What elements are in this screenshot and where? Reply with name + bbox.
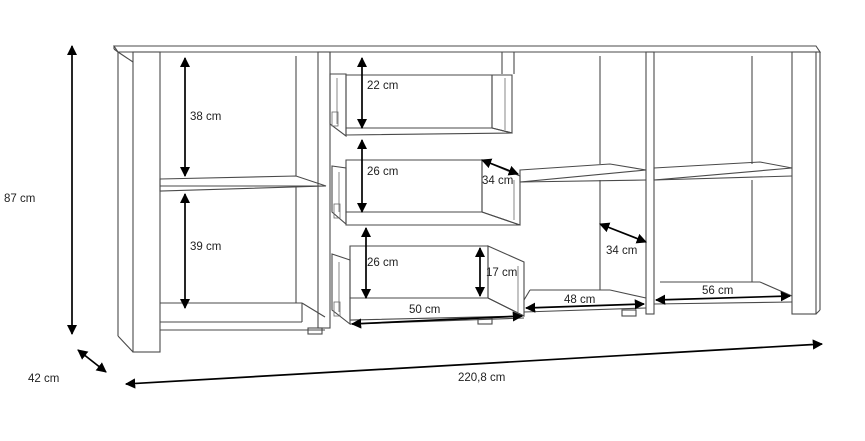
divider-left <box>317 51 331 329</box>
left-shelf <box>159 175 327 192</box>
drawer-side-label: 17 cm <box>486 267 517 279</box>
shelf-upper-label: 38 cm <box>190 111 221 123</box>
middle-shelf <box>519 163 647 183</box>
drawer-bottom-label: 26 cm <box>367 257 398 269</box>
left-side-panel <box>117 51 161 353</box>
drawer-width-label: 50 cm <box>409 304 440 316</box>
drawer-depth-arrow <box>481 158 519 176</box>
divider-right <box>645 51 655 315</box>
dimension-labels: 87 cm 42 cm 220,8 cm 38 cm 39 cm 22 cm 2… <box>4 80 733 385</box>
compartment-mid-width-arrow <box>524 299 646 313</box>
shelf-lower-label: 39 cm <box>190 241 221 253</box>
width-label: 220,8 cm <box>458 372 505 384</box>
left-compartment <box>159 56 327 331</box>
right-compartment <box>653 56 793 305</box>
top-board <box>112 45 822 53</box>
drawer-top-label: 22 cm <box>367 80 398 92</box>
compartment-right-width-arrow <box>654 291 792 305</box>
depth-label: 42 cm <box>28 373 59 385</box>
compartment-depth-label: 34 cm <box>606 245 637 257</box>
height-label: 87 cm <box>4 193 35 205</box>
middle-compartment <box>519 56 647 313</box>
depth-arrow <box>77 349 107 373</box>
drawer-depth-label: 34 cm <box>482 175 513 187</box>
dimension-lines <box>66 44 824 389</box>
compartment-mid-width-label: 48 cm <box>564 294 595 306</box>
drawer-middle-label: 26 cm <box>367 166 398 178</box>
compartment-depth-arrow <box>599 222 647 244</box>
divider-middle <box>501 52 515 74</box>
right-side-panel <box>791 51 821 315</box>
cabinet-feet <box>307 309 637 335</box>
drawer-middle <box>331 159 521 226</box>
width-arrow <box>124 339 824 389</box>
compartment-right-width-label: 56 cm <box>702 285 733 297</box>
drawer-width-arrow <box>350 311 524 329</box>
right-shelf <box>653 161 793 181</box>
drawer-top <box>329 73 513 138</box>
sideboard-cabinet <box>112 45 822 353</box>
